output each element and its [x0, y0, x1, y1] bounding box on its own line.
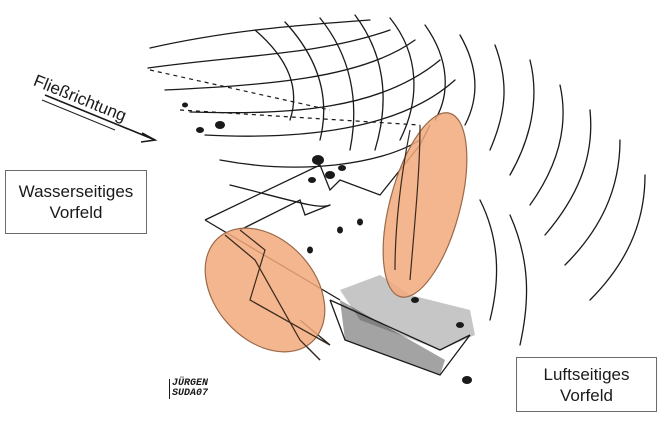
upstream-label-line2: Vorfeld	[6, 202, 146, 223]
signature-line2: SUDA07	[172, 389, 208, 399]
downstream-area-label: Luftseitiges Vorfeld	[516, 357, 657, 412]
upstream-label-line1: Wasserseitiges	[6, 181, 146, 202]
highlight-downstream-face	[367, 104, 484, 306]
artist-signature: JÜRGEN SUDA07	[169, 379, 208, 399]
downstream-label-line1: Luftseitiges	[517, 364, 656, 385]
downstream-label-line2: Vorfeld	[517, 385, 656, 406]
dashed-guide-lines	[150, 70, 420, 125]
upstream-area-label: Wasserseitiges Vorfeld	[5, 170, 147, 234]
